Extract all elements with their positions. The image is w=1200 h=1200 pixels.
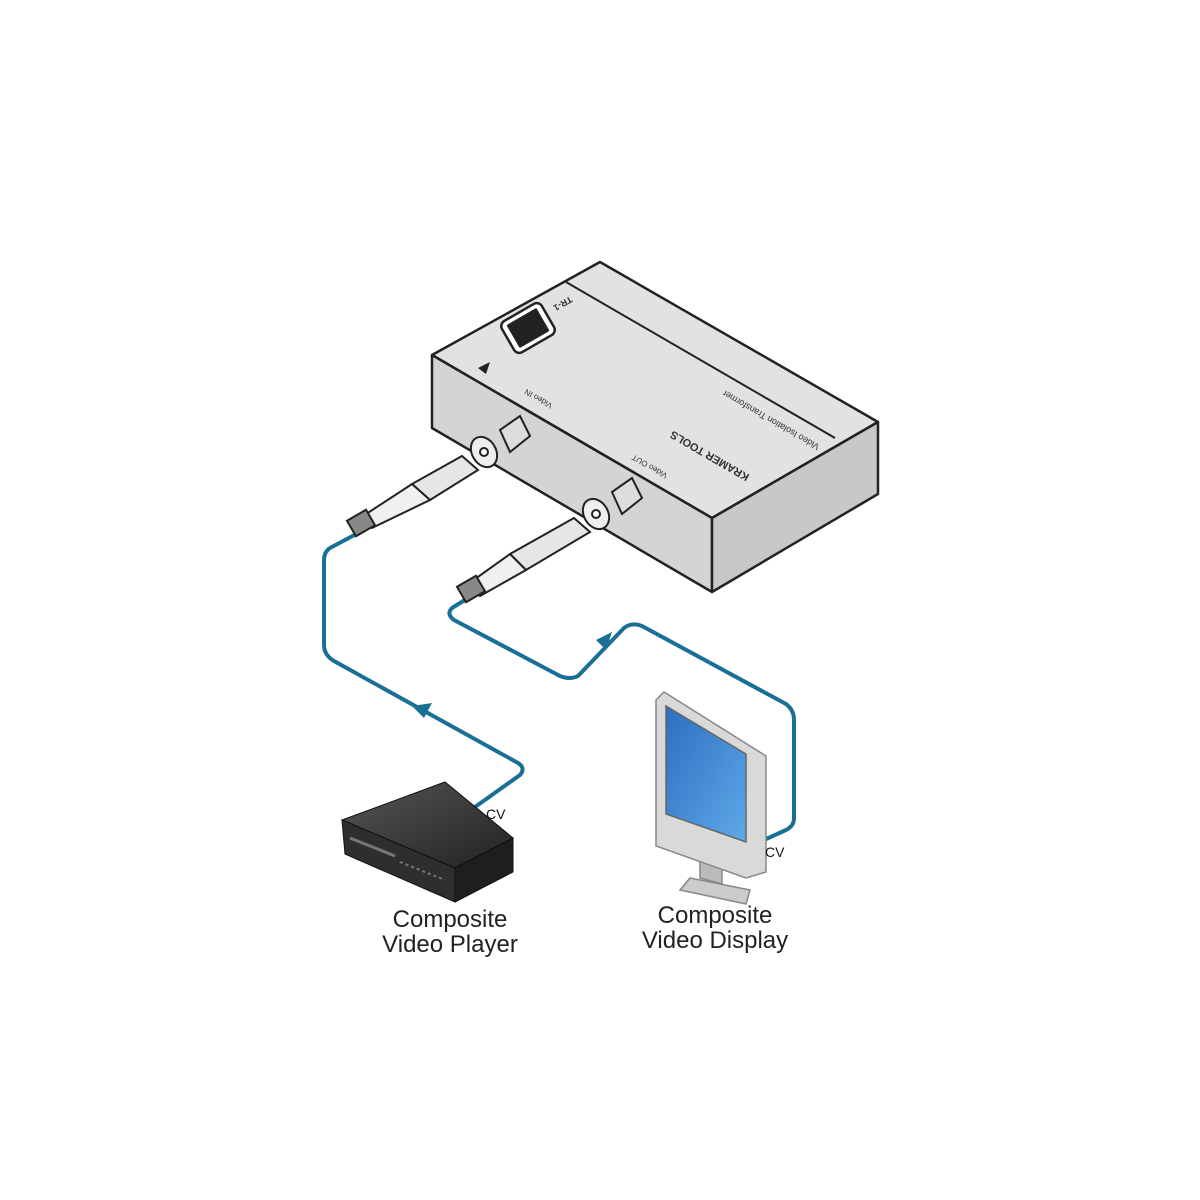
warning-icon (478, 362, 490, 374)
display-label: Composite Video Display (615, 903, 815, 953)
video-display-icon (655, 691, 767, 905)
video-player-icon (340, 781, 514, 903)
player-label-line1: Composite (392, 906, 508, 933)
cable-player-to-in (322, 530, 525, 814)
cable-out-to-display (447, 596, 796, 842)
player-label: Composite Video Player (350, 907, 550, 957)
player-port-label: CV (486, 806, 506, 822)
bnc-connector-out (455, 476, 644, 604)
display-label-line2: Video Display (641, 927, 789, 954)
signal-arrow-icon (412, 703, 432, 718)
display-label-line1: Composite (657, 902, 773, 929)
bnc-connector-in (345, 414, 532, 538)
player-label-line2: Video Player (382, 931, 518, 958)
signal-arrow-icon (596, 632, 612, 650)
display-port-label: CV (765, 844, 785, 860)
tr1-device (430, 260, 880, 594)
